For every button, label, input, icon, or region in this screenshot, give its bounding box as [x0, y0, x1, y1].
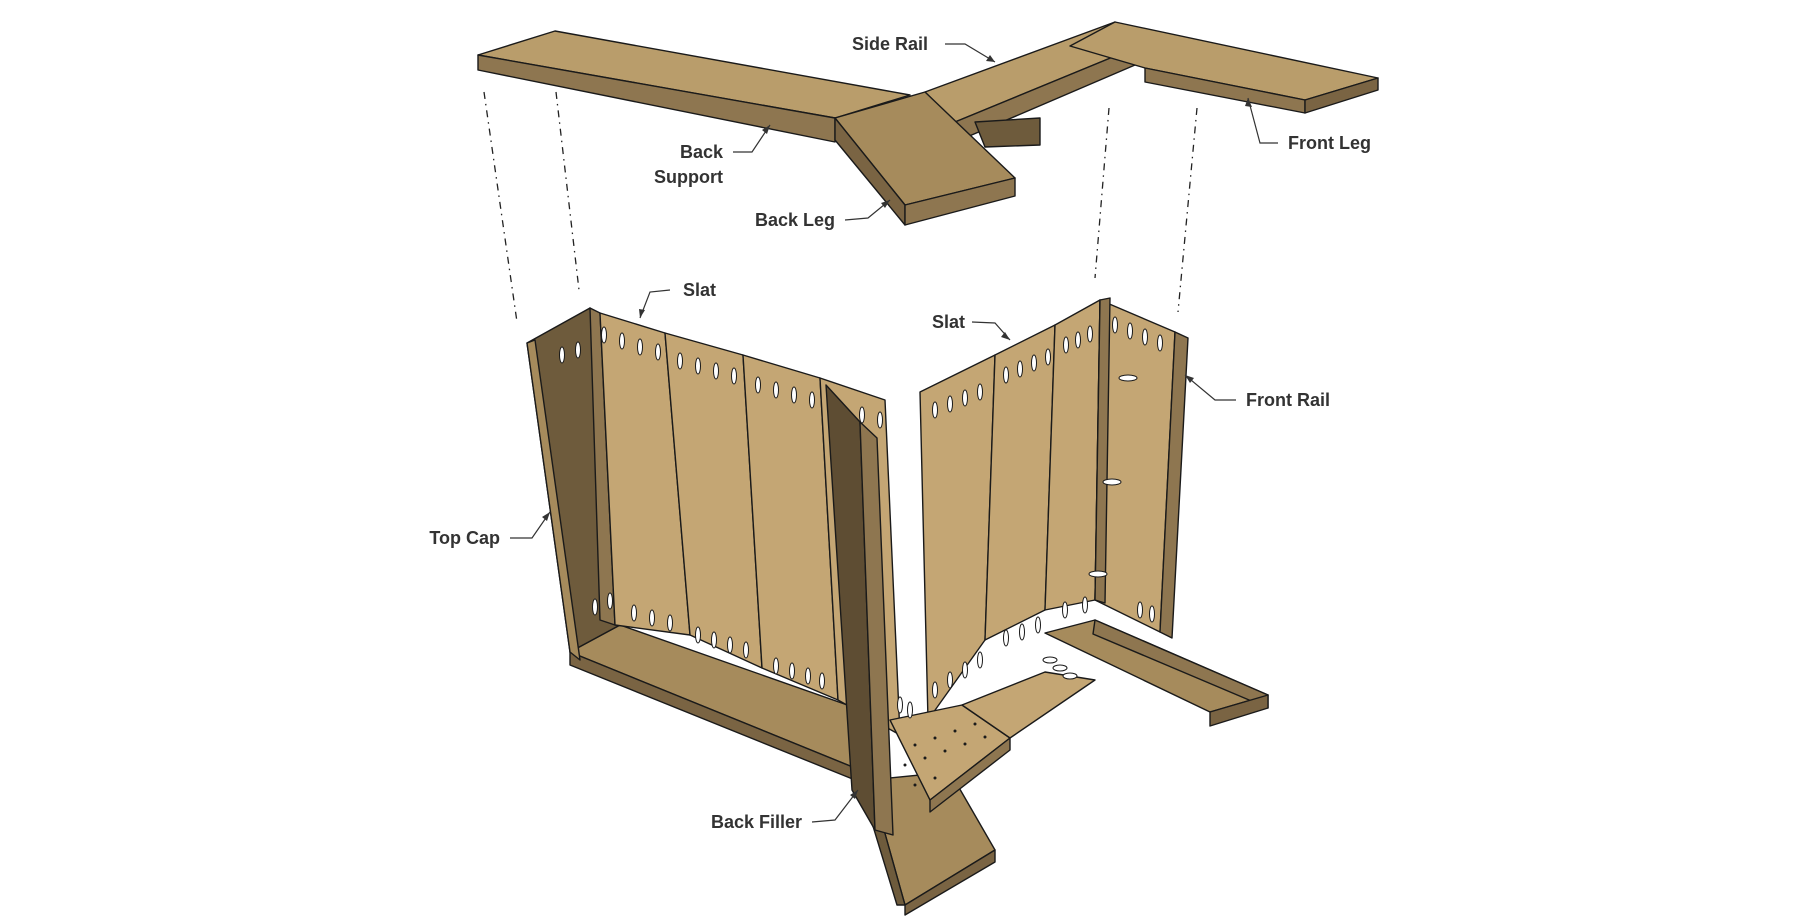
label-side-rail: Side Rail: [852, 34, 928, 54]
pocket-holes-left: [559, 326, 913, 719]
front-rail-bottom-board: [1044, 619, 1269, 727]
label-front-rail: Front Rail: [1246, 390, 1330, 410]
back-leg-plate: [889, 671, 1096, 813]
callout-front-leg: Front Leg: [1245, 97, 1371, 153]
label-back-support-1: Back: [680, 142, 724, 162]
front-leg-board: [1069, 21, 1379, 114]
label-back-leg: Back Leg: [755, 210, 835, 230]
front-rail-panel: [1159, 331, 1189, 639]
label-slat-right: Slat: [932, 312, 965, 332]
right-back-panel: [919, 297, 1176, 721]
lower-assembly: [526, 297, 1269, 916]
left-back-panel: [589, 307, 901, 736]
callout-side-rail: Side Rail: [852, 34, 996, 63]
callout-front-rail: Front Rail: [1184, 374, 1330, 410]
back-filler-panel: [825, 384, 894, 836]
label-back-support-2: Support: [654, 167, 723, 187]
alignment-lines: [483, 91, 1198, 323]
callout-top-cap: Top Cap: [429, 511, 551, 548]
callout-back-filler: Back Filler: [711, 789, 859, 832]
pocket-holes-right: [932, 316, 1163, 699]
top-assembly: [477, 21, 1379, 226]
label-top-cap: Top Cap: [429, 528, 500, 548]
callout-slat-right: Slat: [932, 312, 1011, 341]
callout-back-support: Back Support: [654, 124, 771, 187]
label-slat-left: Slat: [683, 280, 716, 300]
callout-back-leg: Back Leg: [755, 199, 891, 230]
back-leg-board: [834, 91, 1016, 226]
back-support-board: [477, 30, 911, 143]
back-leg-bottom-board: [861, 771, 996, 916]
label-front-leg: Front Leg: [1288, 133, 1371, 153]
screw-dots: [903, 722, 987, 787]
callout-slat-left: Slat: [639, 280, 716, 319]
label-back-filler: Back Filler: [711, 812, 802, 832]
